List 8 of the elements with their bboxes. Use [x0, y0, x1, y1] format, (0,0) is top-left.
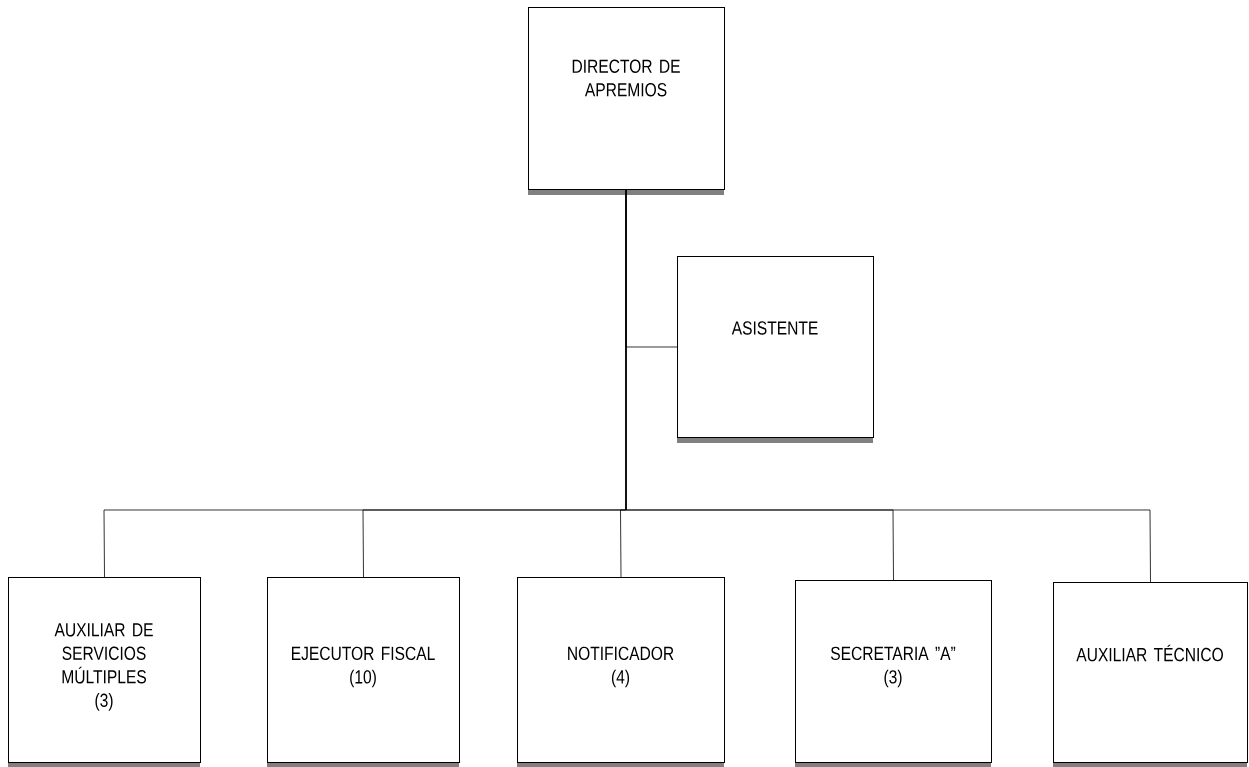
org-box: NOTIFICADOR (4): [517, 577, 725, 767]
org-box: ASISTENTE: [677, 256, 874, 443]
org-box: AUXILIAR DE SERVICIOS MÚLTIPLES (3): [8, 577, 201, 767]
connector-line: [625, 189, 1151, 583]
org-box: AUXILIAR TÉCNICO: [1053, 582, 1248, 767]
org-box: EJECUTOR FISCAL (10): [267, 577, 460, 767]
org-box: DIRECTOR DE APREMIOS: [528, 7, 725, 195]
org-box: SECRETARIA ”A” (3): [795, 580, 992, 767]
